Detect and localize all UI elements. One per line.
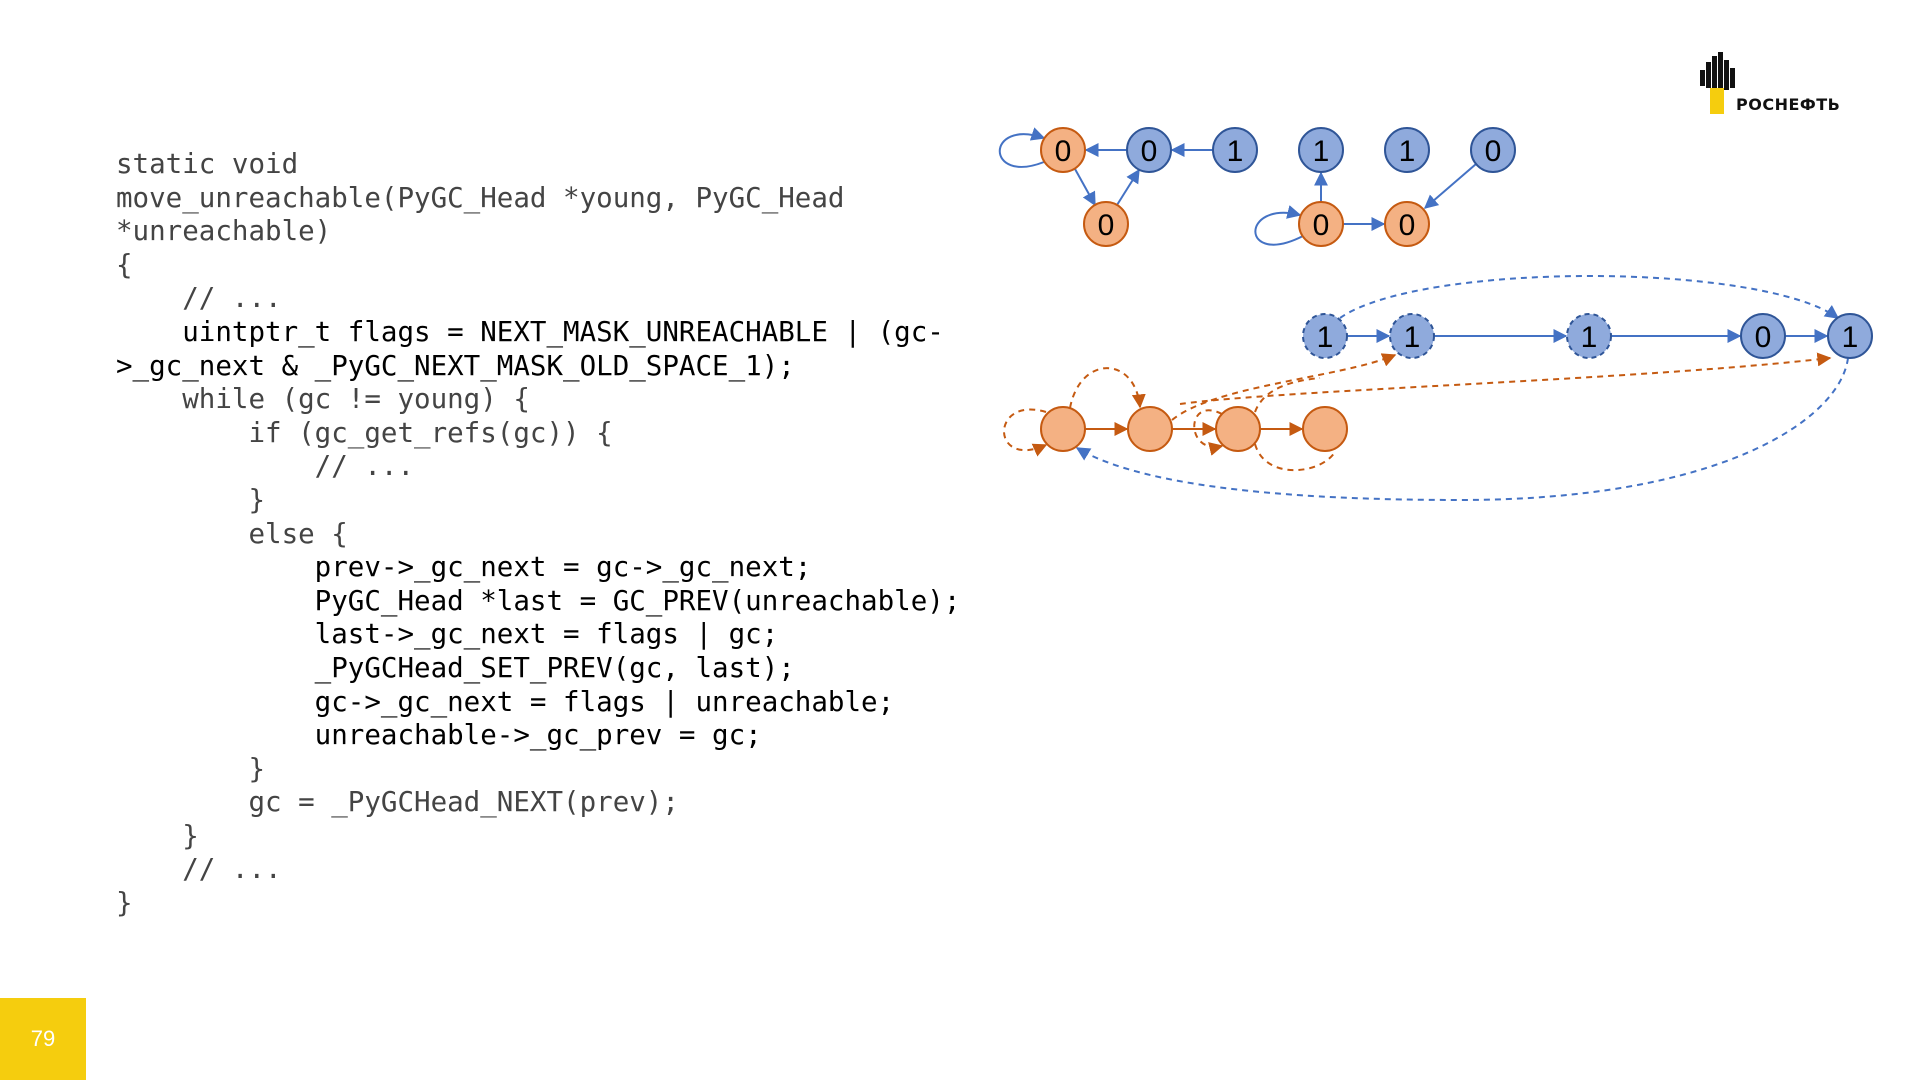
code-line: // ... <box>116 282 282 315</box>
node-label: 1 <box>1842 321 1859 354</box>
node-label: 1 <box>1399 135 1416 168</box>
code-line: } <box>116 887 133 920</box>
code-line: // ... <box>116 853 282 886</box>
orange-node <box>1215 406 1261 452</box>
orange-node <box>1127 406 1173 452</box>
code-line: *unreachable) <box>116 215 332 248</box>
node-label: 0 <box>1098 209 1115 242</box>
node-label: 0 <box>1055 135 1072 168</box>
node-label: 0 <box>1399 209 1416 242</box>
node-label: 0 <box>1141 135 1158 168</box>
edge-curve <box>1254 205 1304 246</box>
node-label: 1 <box>1581 321 1598 354</box>
node-label: 1 <box>1227 135 1244 168</box>
orange-node <box>1302 406 1348 452</box>
blue-node <box>1126 127 1172 173</box>
node-label: 1 <box>1317 321 1334 354</box>
edge-curve <box>998 127 1046 168</box>
code-line: unreachable->_gc_prev = gc; <box>116 719 762 752</box>
edge-curve <box>1254 377 1321 413</box>
code-line: uintptr_t flags = NEXT_MASK_UNREACHABLE … <box>116 315 944 348</box>
node-label: 1 <box>1313 135 1330 168</box>
code-line: while (gc != young) { <box>116 383 530 416</box>
code-line: } <box>116 483 266 516</box>
blue-node <box>1740 313 1786 359</box>
blue-node <box>1389 313 1435 359</box>
edge-curve <box>1069 367 1146 409</box>
page-number-badge: 79 <box>0 998 86 1080</box>
code-line: } <box>116 819 199 852</box>
blue-node <box>1470 127 1516 173</box>
blue-node <box>1827 313 1873 359</box>
edge-curve <box>1339 275 1840 319</box>
edge-arrow <box>1116 168 1140 206</box>
code-line: move_unreachable(PyGC_Head *young, PyGC_… <box>116 181 845 214</box>
code-line: // ... <box>116 450 415 483</box>
orange-node <box>1083 201 1129 247</box>
code-line: >_gc_next & _PyGC_NEXT_MASK_OLD_SPACE_1)… <box>116 349 795 382</box>
node-label: 0 <box>1755 321 1772 354</box>
edge-curve <box>1254 443 1336 472</box>
code-line: { <box>116 248 133 281</box>
code-line: last->_gc_next = flags | gc; <box>116 618 779 651</box>
edge-curve <box>1193 409 1224 456</box>
blue-node <box>1298 127 1344 173</box>
logo-wordmark: РОСНЕФТЬ <box>1736 95 1841 114</box>
orange-node <box>1298 201 1344 247</box>
code-line: gc->_gc_next = flags | unreachable; <box>116 685 895 718</box>
edge-curve <box>1171 353 1397 421</box>
code-line: static void <box>116 148 299 180</box>
blue-node <box>1212 127 1258 173</box>
edge-arrow <box>1423 163 1477 209</box>
blue-node <box>1384 127 1430 173</box>
blue-node <box>1302 313 1348 359</box>
code-line: if (gc_get_refs(gc)) { <box>116 416 613 449</box>
code-line: PyGC_Head *last = GC_PREV(unreachable); <box>116 584 961 617</box>
code-line: gc = _PyGCHead_NEXT(prev); <box>116 786 679 819</box>
code-line: else { <box>116 517 348 550</box>
node-label: 1 <box>1404 321 1421 354</box>
orange-node <box>1040 406 1086 452</box>
orange-node <box>1384 201 1430 247</box>
code-line: _PyGCHead_SET_PREV(gc, last); <box>116 651 795 684</box>
blue-node <box>1566 313 1612 359</box>
orange-node <box>1040 127 1086 173</box>
edge-arrow <box>1074 168 1096 207</box>
rosneft-logo-icon <box>1700 52 1735 114</box>
code-line: } <box>116 752 266 785</box>
edge-curve <box>1179 352 1832 405</box>
code-line: prev->_gc_next = gc->_gc_next; <box>116 551 812 584</box>
node-label: 0 <box>1485 135 1502 168</box>
node-label: 0 <box>1313 209 1330 242</box>
edge-curve <box>1003 408 1048 457</box>
